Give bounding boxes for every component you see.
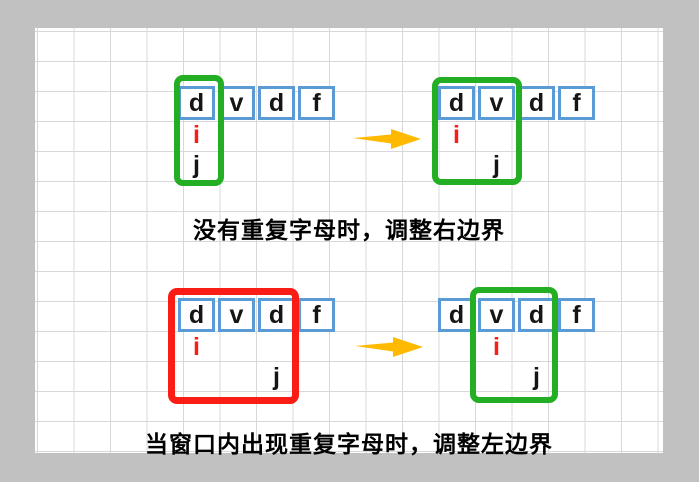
letter-cell: d [438,298,475,332]
window-box-green [470,287,558,403]
letter-cell: f [558,86,595,120]
letter-row-top-right: d v d f [438,86,595,120]
letter-cell: f [298,86,335,120]
pointer-j-label: j [273,362,280,391]
letter-cell: v [218,298,255,332]
letter-row-bottom-right: d v d f [438,298,595,332]
pointer-j-label: j [193,150,200,179]
right-arrow-icon [353,129,421,149]
letter-cell: v [478,298,515,332]
pointer-i-label: i [193,120,200,149]
letter-cell: d [518,298,555,332]
letter-cell: f [298,298,335,332]
window-box-green [432,77,522,185]
letter-cell: f [558,298,595,332]
pointer-i-label: i [493,332,500,361]
letter-row-bottom-left: d v d f [178,298,335,332]
letter-cell: v [478,86,515,120]
pointer-i-label: i [453,120,460,149]
pointer-i-label: i [193,332,200,361]
letter-cell: d [258,86,295,120]
window-box-red [168,288,299,404]
grid-canvas: d v d f i j d v d f i j 没有重复字母时，调整右边界 d … [35,28,663,457]
pointer-j-label: j [533,362,540,391]
caption-top: 没有重复字母时，调整右边界 [193,217,505,243]
pointer-j-label: j [493,150,500,179]
caption-bottom: 当窗口内出现重复字母时，调整左边界 [145,431,553,457]
letter-cell: d [178,298,215,332]
window-box-green [174,75,224,186]
letter-cell: d [258,298,295,332]
letter-cell: d [438,86,475,120]
letter-cell: d [518,86,555,120]
right-arrow-icon [355,337,423,357]
